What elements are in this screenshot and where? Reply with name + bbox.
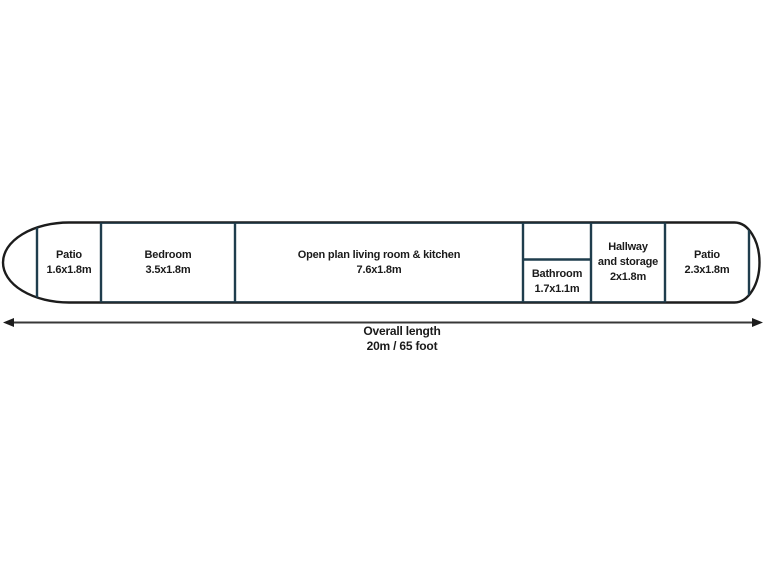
room-size: 1.6x1.8m xyxy=(46,263,92,276)
room-size: 2.3x1.8m xyxy=(684,263,730,276)
room-size: 3.5x1.8m xyxy=(145,263,191,276)
room-divider-lines xyxy=(35,222,751,303)
boat-hull-outline xyxy=(1,221,761,304)
room-name-line2: and storage xyxy=(597,256,659,268)
room-name: Hallway xyxy=(608,241,648,253)
overall-length-value: 20m / 65 foot xyxy=(366,339,438,353)
overall-length-label: Overall length xyxy=(363,324,441,338)
overall-length-caption: Overall length 20m / 65 foot xyxy=(252,324,552,354)
arrowhead-right-icon xyxy=(752,318,763,327)
room-label-bedroom: Bedroom 3.5x1.8m xyxy=(101,222,235,303)
room-label-bathroom: Bathroom 1.7x1.1m xyxy=(523,260,591,303)
room-label-living-room-kitchen: Open plan living room & kitchen 7.6x1.8m xyxy=(235,222,523,303)
room-size: 2x1.8m xyxy=(609,271,647,283)
room-label-patio-rear: Patio 2.3x1.8m xyxy=(665,222,749,303)
arrowhead-left-icon xyxy=(3,318,14,327)
room-label-hallway-storage: Hallway and storage 2x1.8m xyxy=(591,222,665,303)
room-size: 1.7x1.1m xyxy=(534,282,580,295)
room-label-patio-front: Patio 1.6x1.8m xyxy=(37,222,101,303)
room-name: Patio xyxy=(694,248,720,261)
overall-length-arrow xyxy=(3,318,763,327)
room-name: Bedroom xyxy=(144,248,192,261)
room-name: Open plan living room & kitchen xyxy=(297,248,461,261)
room-name: Bathroom xyxy=(531,267,583,280)
room-name: Patio xyxy=(56,248,82,261)
room-size: 7.6x1.8m xyxy=(356,263,402,276)
